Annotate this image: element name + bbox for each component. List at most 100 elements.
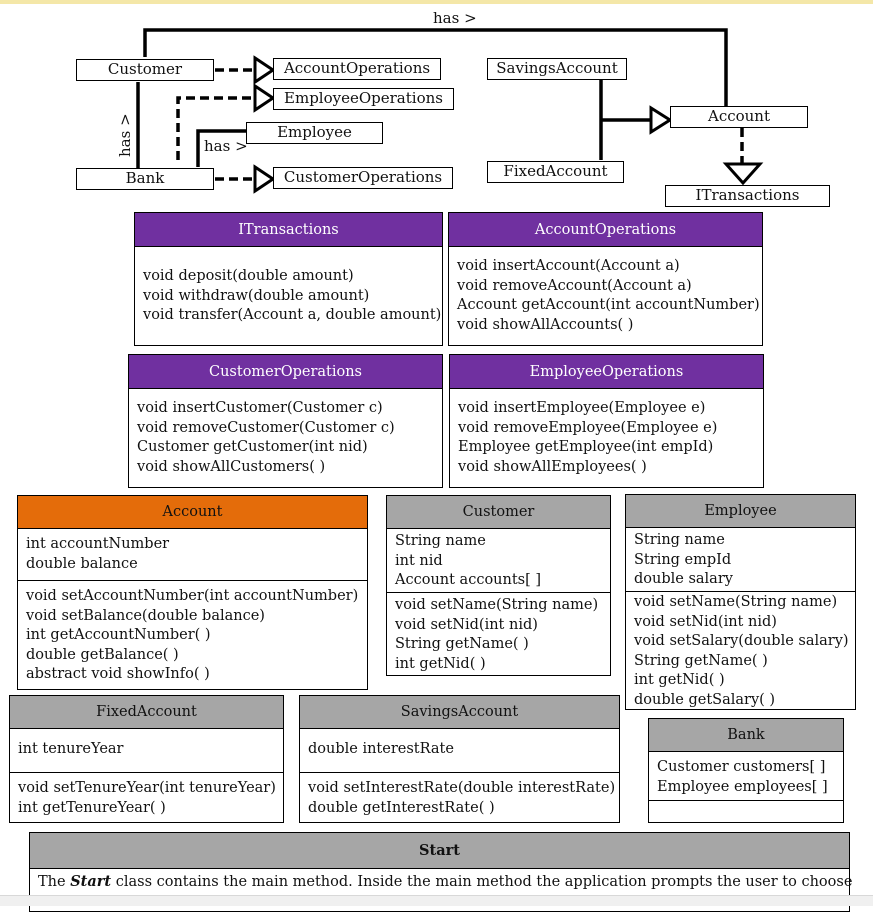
class-header: EmployeeOperations [450,355,763,389]
window-bottom-edge [0,895,873,906]
methods-section: void insertCustomer(Customer c) void rem… [129,389,442,477]
edge-bank-employee [196,129,246,167]
field: int tenureYear [18,741,124,757]
methods-section: void setName(String name) void setNid(in… [626,591,855,711]
method: void setTenureYear(int tenureYear) [18,780,276,796]
method: void removeEmployee(Employee e) [458,419,718,436]
start-desc-after: class contains the main method. Inside t… [111,874,853,890]
class-fixed-account: FixedAccount int tenureYear void setTenu… [9,695,284,823]
class-savings-account: SavingsAccount double interestRate void … [299,695,620,823]
fields-section: double interestRate [300,729,619,772]
class-header: FixedAccount [10,696,283,729]
methods-section: void setName(String name) void setNid(in… [387,592,610,674]
class-header: Customer [387,496,610,529]
node-employee-operations: EmployeeOperations [273,88,454,110]
class-bank: Bank Customer customers[ ] Employee empl… [648,718,844,823]
method: String getName( ) [395,636,529,653]
field: Customer customers[ ] [657,759,826,775]
node-customer-operations: CustomerOperations [273,167,453,189]
node-customer: Customer [76,59,214,81]
top-highlight-bar [0,0,873,4]
method: void showAllEmployees( ) [458,458,647,475]
methods-section: void setTenureYear(int tenureYear) int g… [10,772,283,818]
arrowhead-employeeops [253,83,276,113]
method: abstract void showInfo( ) [26,666,210,683]
node-itransactions: ITransactions [665,185,830,207]
method: double getBalance( ) [26,646,179,663]
method: void insertEmployee(Employee e) [458,400,706,416]
class-itransactions: ITransactions void deposit(double amount… [134,212,443,346]
node-account-operations: AccountOperations [273,58,441,80]
field: String name [634,532,725,548]
field: int accountNumber [26,536,170,552]
node-fixed-account: FixedAccount [487,161,624,183]
field: Employee employees[ ] [657,778,828,795]
class-header: ITransactions [135,213,442,247]
method: double getInterestRate( ) [308,799,495,816]
class-customer: Customer String name int nid Account acc… [386,495,611,676]
method: void withdraw(double amount) [143,287,370,304]
method: void removeCustomer(Customer c) [137,419,395,436]
method: void insertCustomer(Customer c) [137,400,383,416]
method: void setAccountNumber(int accountNumber) [26,588,359,604]
class-customer-operations: CustomerOperations void insertCustomer(C… [128,354,443,488]
start-desc-emphasis: Start [70,873,112,890]
class-header: Start [30,833,849,869]
methods-section [649,800,843,822]
method: int getAccountNumber( ) [26,627,211,644]
class-employee: Employee String name String empId double… [625,494,856,710]
method: void showAllCustomers( ) [137,458,326,475]
class-header: Account [18,496,367,529]
method: void setInterestRate(double interestRate… [308,780,616,796]
edge-label-customer-account: has > [433,9,477,27]
methods-section: void insertAccount(Account a) void remov… [449,247,762,335]
field: double interestRate [308,741,454,757]
method: void insertAccount(Account a) [457,258,680,274]
field: double salary [634,571,733,588]
node-employee: Employee [246,122,383,144]
arrowhead-account [649,105,673,135]
method: void setName(String name) [634,594,838,610]
method: double getSalary( ) [634,691,776,708]
method: Customer getCustomer(int nid) [137,439,368,456]
method: void showAllAccounts( ) [457,316,634,333]
node-bank: Bank [76,168,214,190]
field: String name [395,533,486,549]
method: Employee getEmployee(int empId) [458,439,714,456]
method: int getNid( ) [634,672,725,689]
field: int nid [395,552,443,569]
method: void transfer(Account a, double amount) [143,307,442,324]
method: Account getAccount(int accountNumber) [457,297,760,314]
method: void deposit(double amount) [143,268,354,284]
fields-section: String name String empId double salary [626,528,855,591]
start-desc-before: The [38,874,71,890]
method: int getTenureYear( ) [18,799,166,816]
class-header: CustomerOperations [129,355,442,389]
method: void removeAccount(Account a) [457,277,692,294]
field: double balance [26,555,138,572]
methods-section: void setAccountNumber(int accountNumber)… [18,580,367,685]
fields-section: String name int nid Account accounts[ ] [387,529,610,592]
methods-section: void insertEmployee(Employee e) void rem… [450,389,763,477]
start-description: The Start class contains the main method… [30,869,853,893]
fields-section: int accountNumber double balance [18,529,367,580]
edge-customer-account [143,28,728,106]
class-employee-operations: EmployeeOperations void insertEmployee(E… [449,354,764,488]
class-header: SavingsAccount [300,696,619,729]
method: void setName(String name) [395,597,599,613]
fields-section: Customer customers[ ] Employee employees… [649,752,843,800]
class-header: Employee [626,495,855,528]
edge-label-bank-customer: has > [116,113,134,157]
arrowhead-itransactions [722,162,764,186]
method: void setNid(int nid) [395,616,538,633]
node-savings-account: SavingsAccount [487,58,627,80]
methods-section: void setInterestRate(double interestRate… [300,772,619,818]
method: String getName( ) [634,652,768,669]
method: void setSalary(double salary) [634,633,849,650]
class-account: Account int accountNumber double balance… [17,495,368,690]
class-header: Bank [649,719,843,752]
method: void setBalance(double balance) [26,607,265,624]
method: void setNid(int nid) [634,613,777,630]
field: String empId [634,551,732,568]
